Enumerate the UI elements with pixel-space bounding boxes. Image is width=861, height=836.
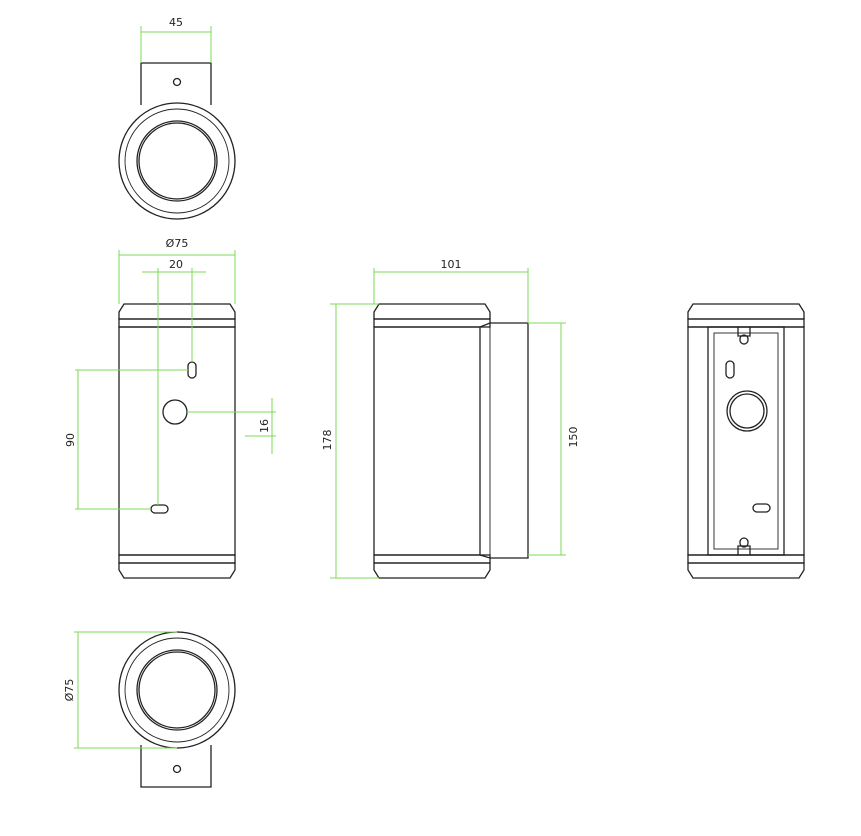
dim-cable-hole-offset: 16 [187,398,276,454]
label-front-diameter: Ø75 [166,237,189,250]
label-top-bracket-width: 45 [169,16,183,29]
label-cable-hole-offset: 16 [258,419,271,433]
label-total-height: 178 [321,430,334,451]
dim-top-bracket-width: 45 [140,16,212,63]
top-view [118,62,236,220]
rear-view [687,303,805,579]
label-bottom-diameter: Ø75 [63,679,76,702]
label-hole-spacing-horizontal: 20 [169,258,183,271]
dim-plate-height: 150 [528,322,580,556]
label-plate-height: 150 [567,427,580,448]
bottom-view [118,631,236,788]
dim-total-depth: 101 [373,258,529,323]
front-view [118,303,236,579]
dim-front-diameter: Ø75 [118,237,236,304]
label-total-depth: 101 [441,258,462,271]
dim-bottom-diameter: Ø75 [63,631,177,749]
dim-hole-spacing-horizontal: 20 [142,258,206,505]
dim-hole-spacing-vertical: 90 [64,369,188,510]
side-view [373,303,529,579]
label-hole-spacing-vertical: 90 [64,433,77,447]
dim-total-height: 178 [321,303,379,579]
